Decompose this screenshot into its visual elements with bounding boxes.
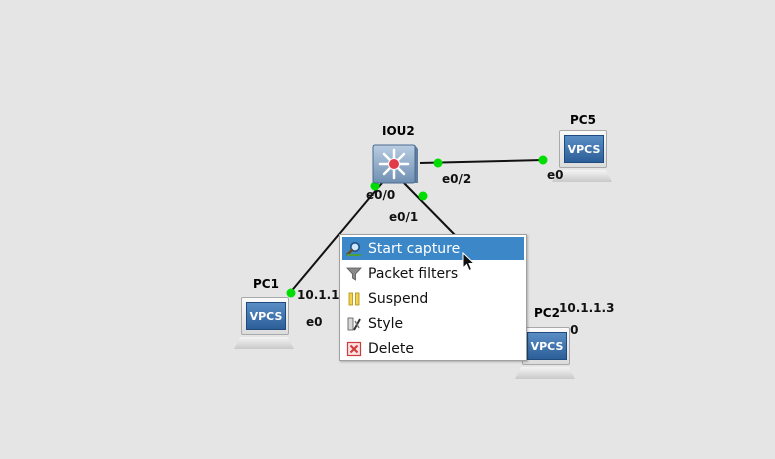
port-dot-iou2-e0-2 xyxy=(433,158,443,168)
menu-item-label: Delete xyxy=(368,340,414,357)
menu-item-style[interactable]: Style xyxy=(342,312,524,335)
port-dot-pc5-e0 xyxy=(538,155,548,165)
pc2-node[interactable]: VPCS xyxy=(515,327,577,385)
menu-item-label: Style xyxy=(368,315,404,332)
link-iou2-pc1[interactable] xyxy=(288,182,383,295)
pc1-keyboard-icon xyxy=(234,337,294,349)
menu-item-label: Start capture xyxy=(368,240,461,257)
pc5-port-label: e0 xyxy=(547,168,564,182)
menu-item-suspend[interactable]: Suspend xyxy=(342,287,524,310)
iou2-label: IOU2 xyxy=(382,124,415,138)
pc5-label: PC5 xyxy=(570,113,596,127)
mouse-pointer-icon xyxy=(462,252,476,272)
menu-item-packet-filters[interactable]: Packet filters xyxy=(342,262,524,285)
menu-item-delete[interactable]: Delete xyxy=(342,337,524,360)
pc5-keyboard-icon xyxy=(552,170,612,182)
pc1-port-label: e0 xyxy=(306,315,323,329)
pc5-node[interactable]: VPCS xyxy=(552,130,614,188)
menu-item-label: Suspend xyxy=(368,290,429,307)
pc5-monitor-icon: VPCS xyxy=(559,130,607,168)
link-context-menu: Start capture Packet filters Suspend Sty… xyxy=(339,234,527,361)
port-label-e0-1: e0/1 xyxy=(389,210,419,224)
style-brush-icon xyxy=(346,316,362,332)
menu-item-start-capture[interactable]: Start capture xyxy=(342,237,524,260)
pc1-label: PC1 xyxy=(253,277,279,291)
pc2-label: PC2 xyxy=(534,306,560,320)
port-dot-iou2-e0-1 xyxy=(418,191,428,201)
pc2-monitor-icon: VPCS xyxy=(522,327,570,365)
pc1-node[interactable]: VPCS xyxy=(234,297,296,355)
magnifier-icon xyxy=(346,241,362,257)
pc2-keyboard-icon xyxy=(515,367,575,379)
pc1-monitor-icon: VPCS xyxy=(241,297,289,335)
pc1-ip-label: 10.1.1. xyxy=(297,288,345,302)
pc5-screen: VPCS xyxy=(564,135,604,163)
pc1-screen: VPCS xyxy=(246,302,286,330)
port-dot-iou2-e0-0 xyxy=(370,181,380,191)
pc2-ip-label: 10.1.1.3 xyxy=(559,301,615,315)
port-label-e0-2: e0/2 xyxy=(442,172,472,186)
port-dot-pc1-e0 xyxy=(286,288,296,298)
filter-funnel-icon xyxy=(346,266,362,282)
pause-icon xyxy=(346,291,362,307)
pc2-screen: VPCS xyxy=(527,332,567,360)
delete-x-icon xyxy=(346,341,362,357)
menu-item-label: Packet filters xyxy=(368,265,459,282)
multilayer-switch-icon[interactable] xyxy=(371,141,419,187)
link-iou2-pc2[interactable] xyxy=(403,182,457,237)
port-label-e0-0: e0/0 xyxy=(366,188,396,202)
